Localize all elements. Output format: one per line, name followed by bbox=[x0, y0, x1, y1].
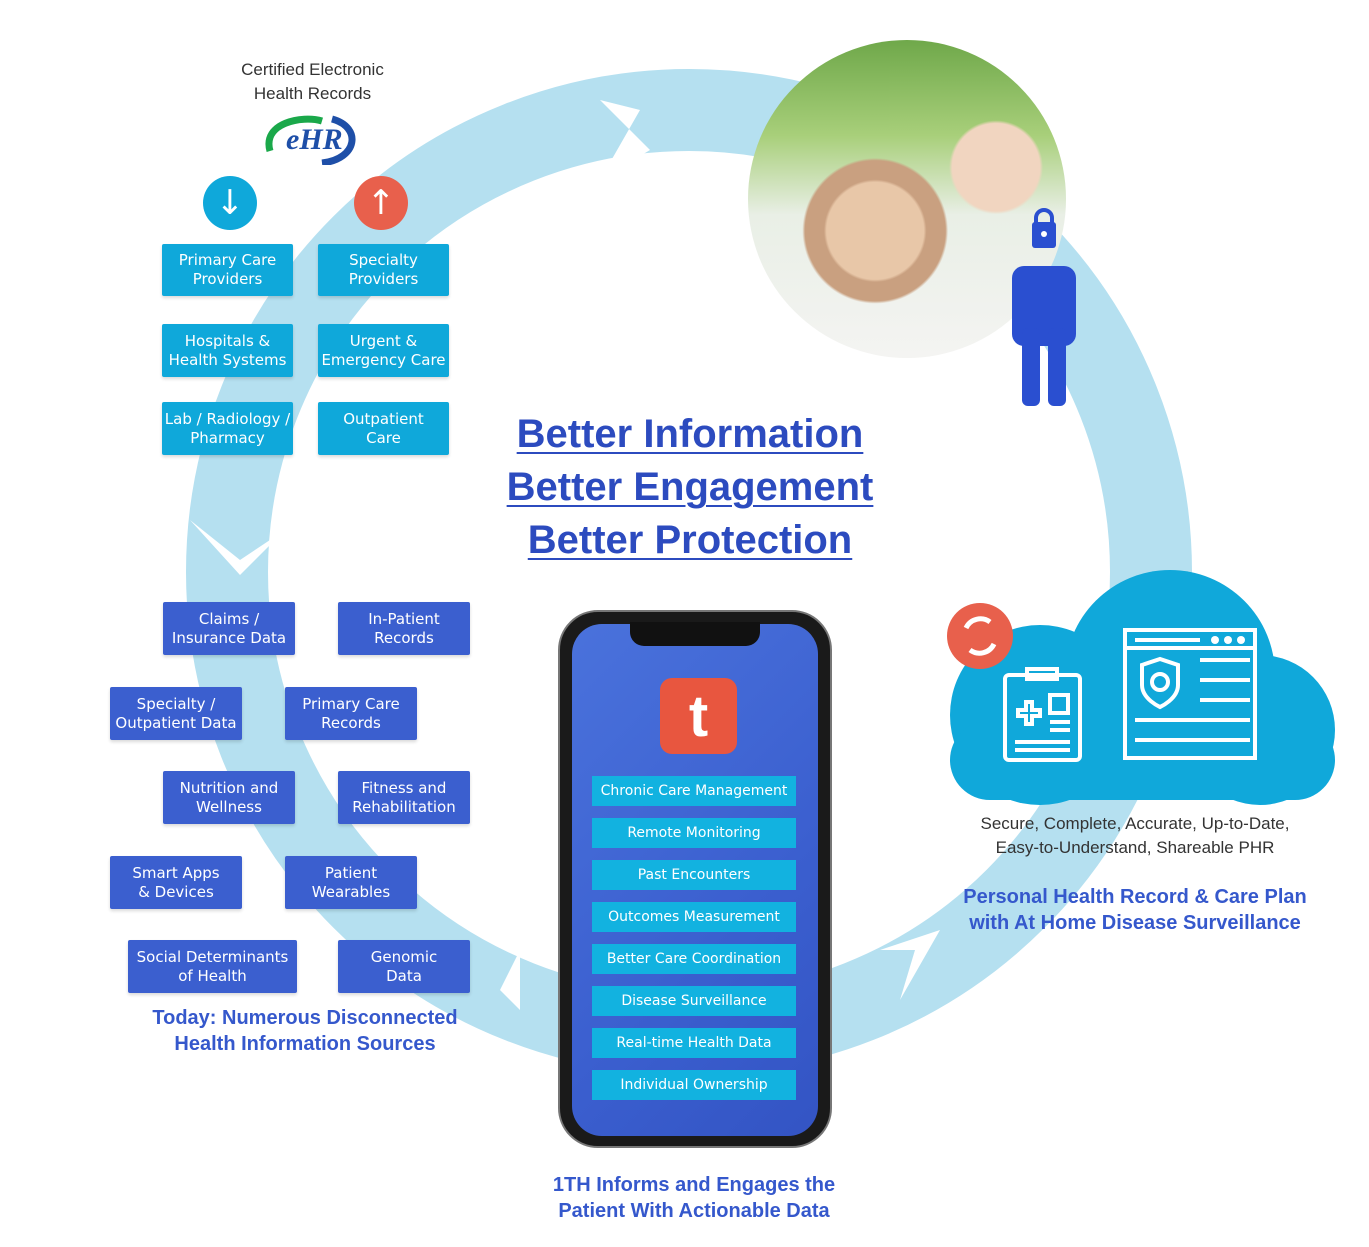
data-inpatient: In-Patient Records bbox=[338, 602, 470, 655]
arrow-down-icon: ↓ bbox=[203, 176, 257, 230]
app-logo: t bbox=[660, 678, 737, 754]
source-hospitals: Hospitals & Health Systems bbox=[162, 324, 293, 377]
headline-information: Better Information bbox=[516, 412, 864, 456]
data-fitness: Fitness and Rehabilitation bbox=[338, 771, 470, 824]
cloud-phr-icon bbox=[947, 570, 1335, 805]
menu-care-coordination[interactable]: Better Care Coordination bbox=[592, 944, 796, 974]
data-specialty-outpatient: Specialty / Outpatient Data bbox=[110, 687, 242, 740]
menu-individual-ownership[interactable]: Individual Ownership bbox=[592, 1070, 796, 1100]
menu-past-encounters[interactable]: Past Encounters bbox=[592, 860, 796, 890]
person-lock-icon bbox=[1012, 208, 1076, 406]
phr-description: Secure, Complete, Accurate, Up-to-Date, … bbox=[980, 814, 1290, 857]
menu-realtime-data[interactable]: Real-time Health Data bbox=[592, 1028, 796, 1058]
menu-disease-surveillance[interactable]: Disease Surveillance bbox=[592, 986, 796, 1016]
sync-icon bbox=[947, 603, 1013, 669]
data-smart-apps: Smart Apps & Devices bbox=[110, 856, 242, 909]
ring-arrow-notch bbox=[880, 930, 940, 1000]
phone-caption: 1TH Informs and Engages the Patient With… bbox=[552, 1174, 836, 1222]
data-genomic: Genomic Data bbox=[338, 940, 470, 993]
data-primary-care: Primary Care Records bbox=[285, 687, 417, 740]
data-wearables: Patient Wearables bbox=[285, 856, 417, 909]
sources-caption: Today: Numerous Disconnected Health Info… bbox=[152, 1007, 458, 1055]
source-urgent-care: Urgent & Emergency Care bbox=[318, 324, 449, 377]
svg-text:eHR: eHR bbox=[286, 123, 343, 156]
data-claims: Claims / Insurance Data bbox=[163, 602, 295, 655]
data-social-determinants: Social Determinants of Health bbox=[128, 940, 297, 993]
menu-chronic-care[interactable]: Chronic Care Management bbox=[592, 776, 796, 806]
ring-arrow-notch bbox=[600, 100, 650, 180]
ring-arrow-notch bbox=[190, 520, 285, 575]
ehr-caption: Certified Electronic Health Records bbox=[241, 60, 384, 103]
ring-arrow-notch bbox=[470, 950, 520, 1010]
source-primary-care-providers: Primary Care Providers bbox=[162, 244, 293, 296]
phone-notch bbox=[630, 622, 760, 646]
data-nutrition: Nutrition and Wellness bbox=[163, 771, 295, 824]
headline-engagement: Better Engagement bbox=[506, 465, 874, 509]
menu-outcomes[interactable]: Outcomes Measurement bbox=[592, 902, 796, 932]
source-outpatient-care: Outpatient Care bbox=[318, 402, 449, 455]
arrow-up-icon: ↑ bbox=[354, 176, 408, 230]
menu-remote-monitoring[interactable]: Remote Monitoring bbox=[592, 818, 796, 848]
source-specialty-providers: Specialty Providers bbox=[318, 244, 449, 296]
phr-caption: Personal Health Record & Care Plan with … bbox=[963, 886, 1307, 934]
headline-protection: Better Protection bbox=[527, 518, 853, 562]
source-lab-radiology: Lab / Radiology / Pharmacy bbox=[162, 402, 293, 455]
ehr-logo: eHR bbox=[262, 113, 360, 167]
